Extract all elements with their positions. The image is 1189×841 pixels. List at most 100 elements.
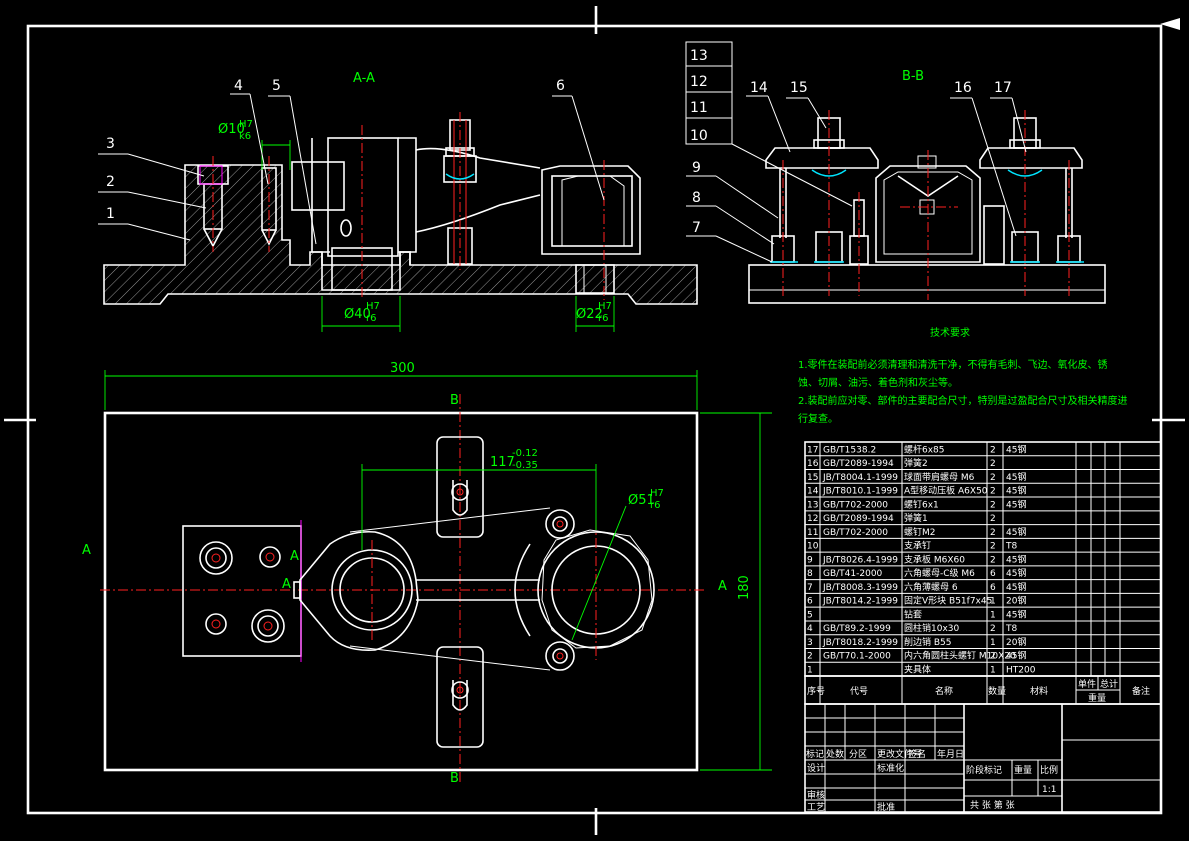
workpiece-outline [293,507,655,671]
bom-h-name: 名称 [935,685,953,697]
dim-d40-tol-up: H7 [366,301,380,312]
dim-d10-tol-dn: k6 [239,131,251,142]
bom-cell-qty: 1 [990,610,996,620]
balloon-16: 16 [954,80,972,96]
tb-weight: 重量 [1014,764,1032,776]
bom-cell-no: 1 [807,666,813,676]
view-a-small-2: A [282,577,291,592]
notes-line-1: 1.零件在装配前必须清理和清洗干净，不得有毛刺、飞边、氧化皮、锈 [798,358,1108,371]
bom-cell-name: 内六角圆柱头螺钉 M10X20 [904,650,1016,662]
balloons-bb: 13 12 11 10 9 8 7 14 15 16 17 [685,41,1027,263]
dim-d40-tol-dn: r6 [366,313,376,324]
bom-cell-no: 7 [807,583,813,593]
dim-180: 180 [737,575,752,600]
balloon-17: 17 [994,80,1012,96]
bom-cell-std: JB/T8026.4-1999 [822,555,898,565]
bom-cell-std: GB/T1538.2 [823,445,876,455]
bom-cell-no: 13 [807,500,818,510]
dim-117: 117 [490,455,515,470]
tb-scale-val: 1:1 [1042,785,1056,795]
bom-cell-mat: 45钢 [1006,526,1026,538]
notes-line-3: 2.装配前应对零、部件的主要配合尺寸，特别是过盈配合尺寸及相关精度进 [798,394,1128,407]
bom-cell-qty: 2 [990,555,996,565]
bom-cell-name: 削边销 B55 [904,636,952,648]
bom-cell-no: 9 [807,555,813,565]
bom-h-weight: 重量 [1088,692,1106,704]
cut-a-right: A [718,579,727,594]
bom-cell-no: 5 [807,610,813,620]
bom-cell-std: JB/T8010.1-1999 [822,487,898,497]
tb-mark: 标记 [806,748,824,760]
base-plate-outline [103,411,699,772]
tb-count: 处数 [826,748,844,760]
tb-sign: 签名 [908,748,926,760]
tb-change: 更改文件号 [877,748,922,760]
tb-approve: 批准 [877,801,895,813]
bom-cell-qty: 6 [990,583,996,593]
bom-cell-std: GB/T702-2000 [823,500,888,510]
balloon-6: 6 [556,78,565,94]
bom-cell-qty: 2 [990,514,996,524]
cut-b-top: B [450,393,459,408]
bom-cell-name: 螺杆6x85 [904,443,945,455]
bom-cell-name: 六角薄螺母 6 [904,581,958,593]
tb-date: 年月日 [937,748,964,760]
dim-d51-tol-dn: r6 [650,500,660,511]
dim-d51: Ø51 [628,493,655,508]
tb-zone: 分区 [849,749,867,760]
bom-cell-name: 螺钉6x1 [904,499,939,510]
bom-cell-no: 11 [807,528,818,538]
bom-cell-name: 固定V形块 B51f7x45 [904,595,992,607]
bom-cell-qty: 2 [990,652,996,662]
bom-cell-no: 15 [807,473,818,483]
bom-cell-no: 10 [807,542,819,552]
cut-b-bottom: B [450,771,459,786]
bom-cell-name: 球面带肩螺母 M6 [904,471,975,483]
balloon-2: 2 [106,174,115,190]
dim-d51-tol-up: H7 [650,488,664,499]
tb-design: 设计 [807,762,825,774]
bom-header: 序号 代号 名称 数量 材料 单件 总计 重量 备注 [804,675,1162,705]
balloon-1: 1 [106,206,115,222]
bom-cell-mat: 45钢 [1006,498,1026,510]
tb-craft: 工艺 [807,802,825,813]
title-block: 标记 处数 分区 更改文件号 签名 年月日 设计 标准化 审核 工艺 批准 阶段… [804,703,1162,813]
bom-cell-qty: 2 [990,459,996,469]
bom-cell-name: 圆柱销10x30 [904,622,960,634]
bom-h-total: 总计 [1100,678,1118,690]
bom-cell-no: 8 [807,569,813,579]
bom-cell-name: 六角螺母-C级 M6 [904,567,975,579]
bom-cell-name: 支承钉 [904,540,931,552]
bom-cell-qty: 2 [990,473,996,483]
bom-cell-std: JB/T8008.3-1999 [822,583,898,593]
tb-check: 审核 [807,789,825,801]
balloon-7: 7 [692,220,701,236]
view-a-small: A [290,549,299,564]
bom-cell-mat: 45钢 [1006,553,1026,565]
bom-cell-no: 4 [807,624,813,634]
dim-117-dn: -0.35 [512,460,538,471]
bom-cell-qty: 2 [990,624,996,634]
bom-cell-mat: 45钢 [1006,567,1026,579]
bom-cell-mat: T8 [1005,542,1017,552]
bom-cell-name: A型移动压板 A6X50 [904,485,988,497]
bom-cell-no: 6 [807,597,813,607]
bom-cell-no: 2 [807,652,813,662]
bom-cell-no: 17 [807,445,818,455]
bom-cell-qty: 2 [990,500,996,510]
bom-cell-name: 螺钉M2 [904,527,936,538]
balloon-15: 15 [790,80,808,96]
balloon-4: 4 [234,78,243,94]
bom-cell-no: 14 [807,487,819,497]
bom-cell-mat: 45钢 [1006,485,1026,497]
bom-cell-mat: 20钢 [1006,636,1026,648]
bom-h-remark: 备注 [1132,685,1150,697]
bom-h-qty: 数量 [988,685,1006,697]
section-aa-view: A-A [98,71,698,332]
dim-d10: Ø10 [218,122,245,137]
balloon-12: 12 [690,74,708,90]
balloon-10: 10 [690,128,708,144]
tb-standard: 标准化 [877,762,904,774]
balloon-8: 8 [692,190,701,206]
bom-cell-mat: 20钢 [1006,595,1026,607]
